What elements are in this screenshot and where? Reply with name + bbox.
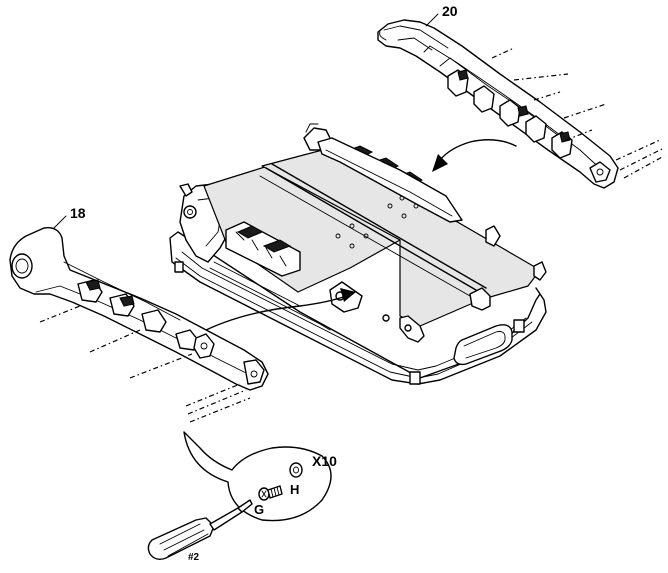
part-20-side-cover bbox=[378, 20, 618, 188]
screw-g-label: G bbox=[254, 502, 264, 517]
foot bbox=[410, 372, 420, 384]
screwdriver-size-label: #2 bbox=[188, 552, 200, 563]
quantity-label: X10 bbox=[312, 453, 337, 469]
side-post bbox=[534, 262, 546, 280]
screw-g-icon bbox=[259, 486, 282, 500]
washer-h-label: H bbox=[290, 482, 299, 497]
side-post bbox=[486, 226, 500, 246]
part-20-label: 20 bbox=[442, 3, 458, 19]
screwdriver-icon bbox=[148, 500, 252, 559]
foot bbox=[514, 320, 524, 332]
washer-h-icon bbox=[290, 463, 302, 477]
part-18-side-cover bbox=[10, 228, 268, 390]
part-18-label: 18 bbox=[70, 205, 86, 221]
arrow-part-20 bbox=[432, 140, 516, 172]
foot bbox=[175, 262, 183, 272]
